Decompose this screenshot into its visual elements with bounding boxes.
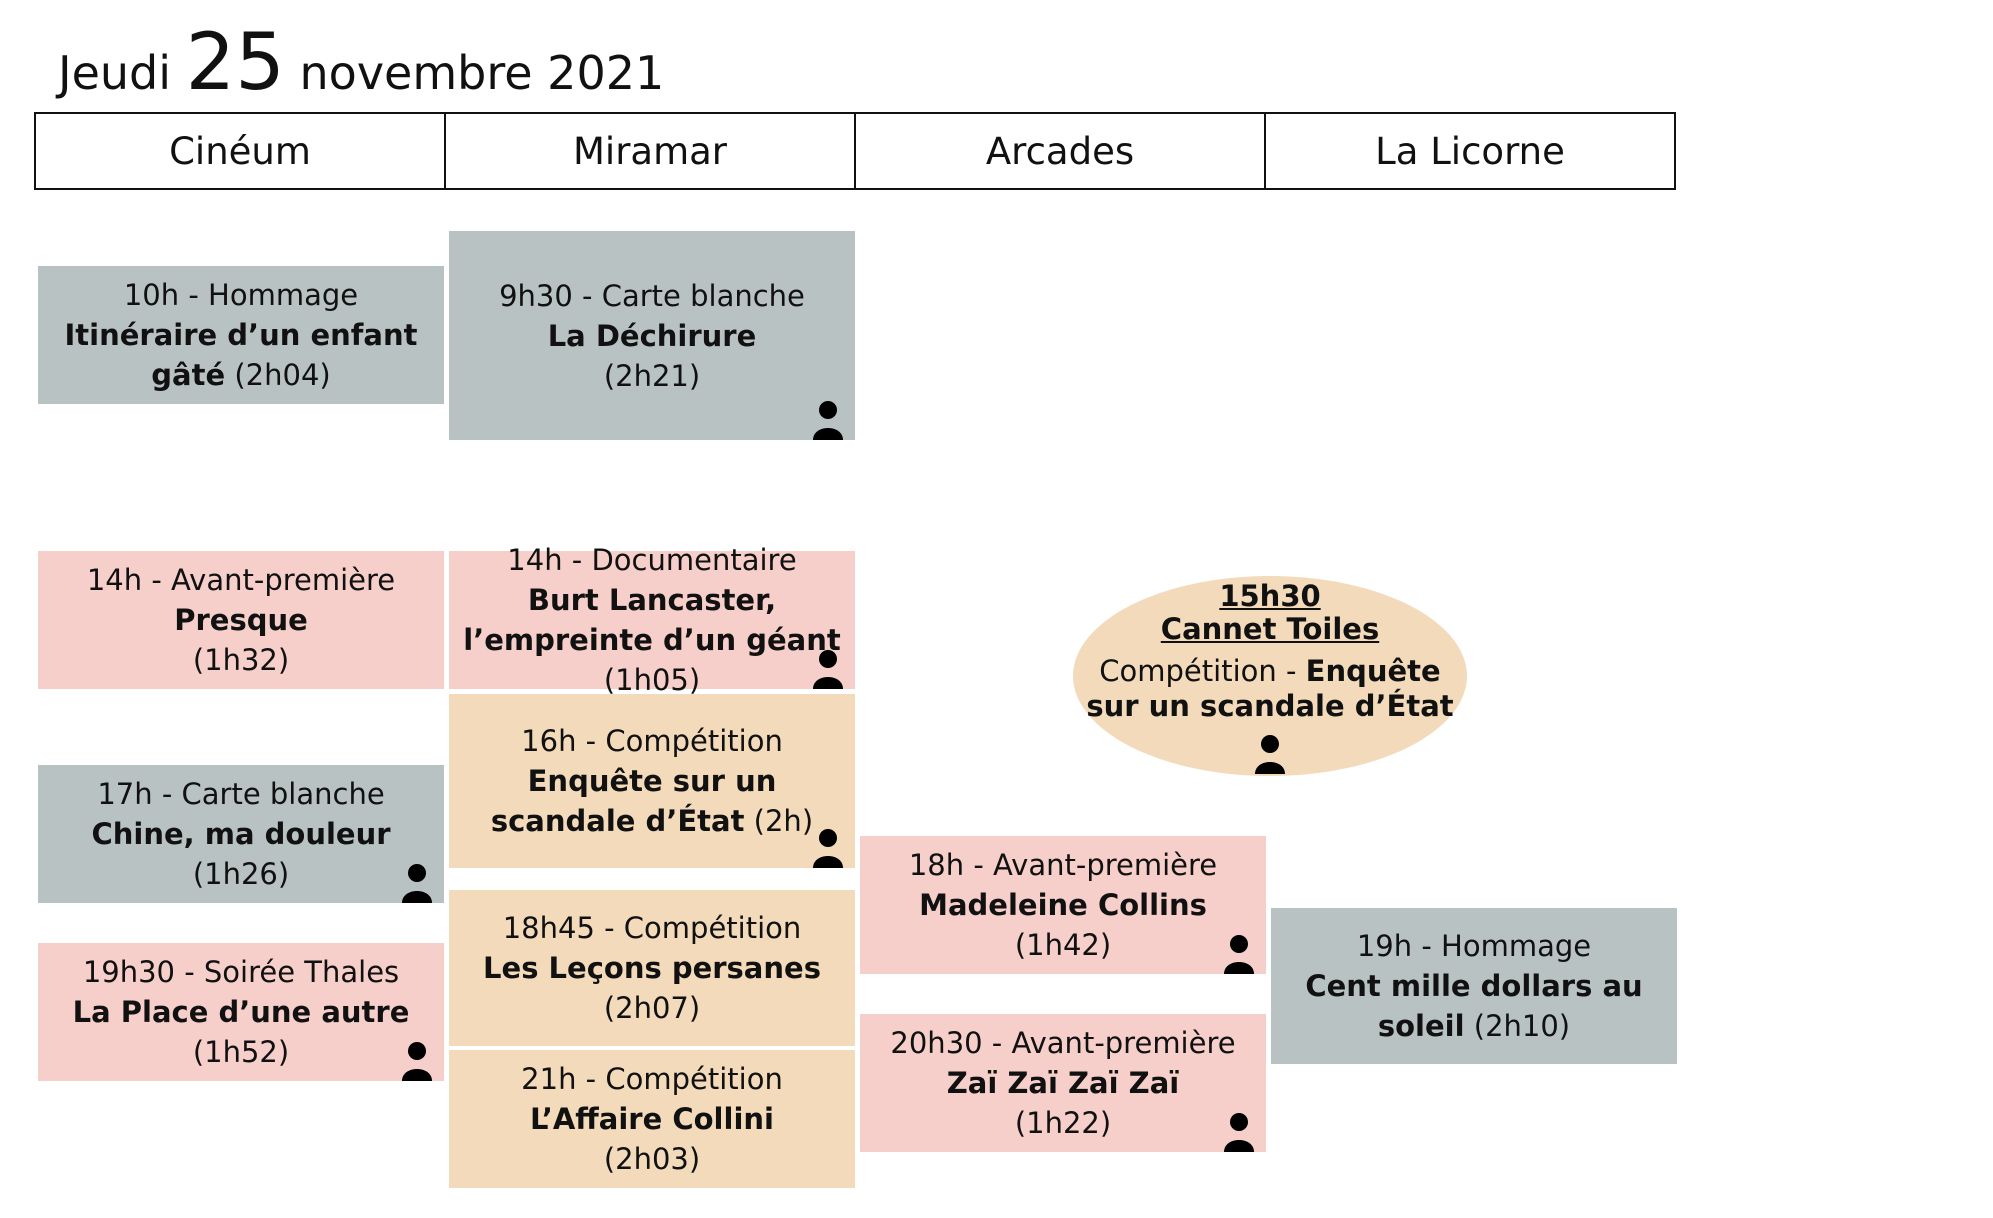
screening-title: La Déchirure xyxy=(547,318,757,353)
venue-cineum: Cinéum xyxy=(36,114,446,188)
screening-title: L’Affaire Collini xyxy=(530,1102,774,1136)
screening-card[interactable]: 18h - Avant-première Madeleine Collins (… xyxy=(860,836,1266,974)
screening-duration: (2h04) xyxy=(234,358,331,392)
screening-card[interactable]: 17h - Carte blanche Chine, ma douleur (1… xyxy=(38,765,444,903)
screening-title: Zaï Zaï Zaï Zaï xyxy=(946,1066,1180,1100)
screening-duration: (2h) xyxy=(753,804,814,838)
venue-miramar: Miramar xyxy=(446,114,856,188)
screening-card[interactable]: 10h - Hommage Itinéraire d’un enfant gât… xyxy=(38,266,444,404)
screening-time-category: 14h - Avant-première xyxy=(86,563,396,597)
screening-title: Madeleine Collins xyxy=(919,888,1207,922)
screening-time-category: 17h - Carte blanche xyxy=(97,777,385,811)
date-weekday: Jeudi xyxy=(58,46,172,100)
screening-title: Cent mille dollars au soleil xyxy=(1305,969,1643,1043)
screening-card[interactable]: 14h - Avant-première Presque (1h32) xyxy=(38,551,444,689)
venue-header-row: Cinéum Miramar Arcades La Licorne xyxy=(34,112,1676,190)
person-icon xyxy=(813,829,843,868)
person-icon xyxy=(813,650,843,689)
screening-duration: (2h10) xyxy=(1473,1009,1571,1043)
screening-card[interactable]: 9h30 - Carte blanche La Déchirure (2h21) xyxy=(449,231,855,440)
screening-duration: (2h07) xyxy=(603,991,701,1025)
venue-la-licorne: La Licorne xyxy=(1375,129,1565,173)
venue-arcades: Arcades xyxy=(856,114,1266,188)
screening-card[interactable]: 20h30 - Avant-première Zaï Zaï Zaï Zaï (… xyxy=(860,1014,1266,1152)
screening-title: La Place d’une autre xyxy=(72,995,410,1029)
person-icon xyxy=(813,401,843,440)
screening-card[interactable]: 19h30 - Soirée Thales La Place d’une aut… xyxy=(38,943,444,1081)
screening-card[interactable]: 19h - Hommage Cent mille dollars au sole… xyxy=(1271,908,1677,1064)
screening-title: Chine, ma douleur xyxy=(91,817,391,851)
screening-card[interactable]: 18h45 - Compétition Les Leçons persanes … xyxy=(449,890,855,1046)
screening-time-category: 18h45 - Compétition xyxy=(502,911,802,945)
screening-time-category: 9h30 - Carte blanche xyxy=(499,278,805,313)
screening-duration: (1h52) xyxy=(192,1035,290,1069)
screening-card[interactable]: 14h - Documentaire Burt Lancaster, l’emp… xyxy=(449,543,855,697)
screening-duration: (1h32) xyxy=(192,643,290,677)
screening-card[interactable]: 16h - Compétition Enquête sur un scandal… xyxy=(449,694,855,868)
person-icon xyxy=(1224,935,1254,974)
special-event-oval[interactable]: 15h30 Cannet Toiles Compétition - Enquêt… xyxy=(1073,576,1467,776)
screening-time-category: 19h - Hommage xyxy=(1356,929,1592,963)
special-event-place: Cannet Toiles xyxy=(1160,612,1380,646)
screening-duration: (1h26) xyxy=(192,857,290,891)
screening-title: Enquête sur un scandale d’État xyxy=(490,764,777,838)
date-day: 25 xyxy=(185,18,285,108)
screening-title: Les Leçons persanes xyxy=(483,951,821,985)
person-icon xyxy=(402,864,432,903)
screening-duration: (1h22) xyxy=(1014,1106,1112,1140)
screening-time-category: 14h - Documentaire xyxy=(507,543,797,577)
screening-time-category: 16h - Compétition xyxy=(521,724,783,758)
screening-time-category: 21h - Compétition xyxy=(521,1062,783,1096)
screening-duration: (2h03) xyxy=(603,1142,701,1176)
person-icon xyxy=(1224,1113,1254,1152)
special-event-category: Compétition - xyxy=(1099,654,1297,688)
screening-duration: (1h42) xyxy=(1014,928,1112,962)
screening-duration: (2h21) xyxy=(603,358,701,393)
date-month-year: novembre 2021 xyxy=(299,46,665,100)
screening-time-category: 10h - Hommage xyxy=(123,278,359,312)
screening-title: Burt Lancaster, l’empreinte d’un géant xyxy=(463,583,841,657)
screening-time-category: 19h30 - Soirée Thales xyxy=(82,955,400,989)
person-icon xyxy=(1255,735,1285,774)
screening-time-category: 20h30 - Avant-première xyxy=(890,1026,1236,1060)
special-event-body: Compétition - Enquête sur un scandale d’… xyxy=(1073,654,1467,724)
page-date: Jeudi 25 novembre 2021 xyxy=(58,18,664,108)
screening-duration: (1h05) xyxy=(603,663,701,697)
screening-card[interactable]: 21h - Compétition L’Affaire Collini (2h0… xyxy=(449,1050,855,1188)
special-event-title: Enquête sur un scandale d’État xyxy=(1086,654,1454,723)
person-icon xyxy=(402,1042,432,1081)
screening-time-category: 18h - Avant-première xyxy=(908,848,1218,882)
special-event-time: 15h30 xyxy=(1219,579,1321,613)
screening-title: Presque xyxy=(174,603,308,637)
screening-title: Itinéraire d’un enfant gâté xyxy=(64,318,418,392)
